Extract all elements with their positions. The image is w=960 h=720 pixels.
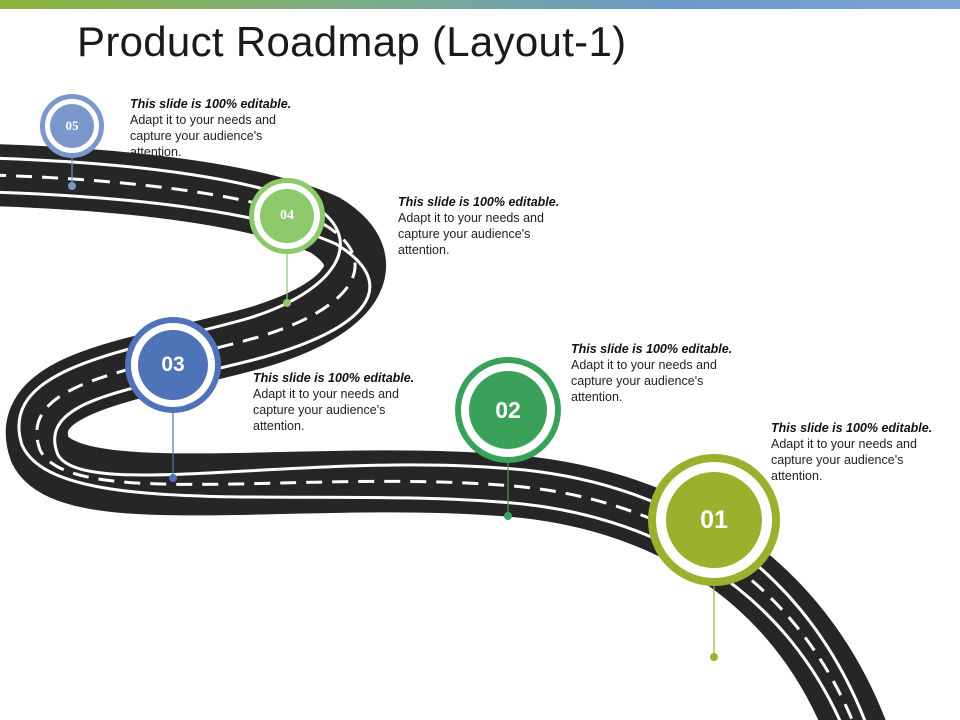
milestone-02-heading: This slide is 100% editable. bbox=[571, 342, 733, 356]
milestone-01-heading: This slide is 100% editable. bbox=[771, 421, 933, 435]
milestone-03-heading: This slide is 100% editable. bbox=[253, 371, 415, 385]
milestone-01-text: Adapt it to your needs and capture your … bbox=[771, 437, 917, 483]
milestone-05-dot bbox=[68, 182, 76, 190]
milestone-01-dot bbox=[710, 653, 718, 661]
milestone-02-number: 02 bbox=[469, 371, 547, 449]
top-accent-bar bbox=[0, 0, 960, 9]
milestone-05-description: This slide is 100% editable. Adapt it to… bbox=[130, 96, 310, 160]
milestone-04-text: Adapt it to your needs and capture your … bbox=[398, 211, 544, 257]
milestone-05-marker: 05 bbox=[40, 94, 104, 158]
milestone-01-marker: 01 bbox=[648, 454, 780, 586]
milestone-03-number: 03 bbox=[138, 330, 208, 400]
milestone-04-description: This slide is 100% editable. Adapt it to… bbox=[398, 194, 578, 258]
milestone-05-heading: This slide is 100% editable. bbox=[130, 97, 292, 111]
milestone-05-number: 05 bbox=[50, 104, 94, 148]
milestone-04-marker: 04 bbox=[249, 178, 325, 254]
milestone-03-description: This slide is 100% editable. Adapt it to… bbox=[253, 370, 433, 434]
milestone-02-dot bbox=[504, 512, 512, 520]
milestone-02-text: Adapt it to your needs and capture your … bbox=[571, 358, 717, 404]
milestone-01-number: 01 bbox=[666, 472, 762, 568]
milestone-03-marker: 03 bbox=[125, 317, 221, 413]
milestone-02-marker: 02 bbox=[455, 357, 561, 463]
milestone-01-description: This slide is 100% editable. Adapt it to… bbox=[771, 420, 951, 484]
milestone-03-text: Adapt it to your needs and capture your … bbox=[253, 387, 399, 433]
milestone-04-dot bbox=[283, 299, 291, 307]
milestone-02-description: This slide is 100% editable. Adapt it to… bbox=[571, 341, 751, 405]
milestone-03-dot bbox=[169, 474, 177, 482]
milestone-04-heading: This slide is 100% editable. bbox=[398, 195, 560, 209]
slide-title: Product Roadmap (Layout-1) bbox=[77, 18, 627, 65]
milestone-05-text: Adapt it to your needs and capture your … bbox=[130, 113, 276, 159]
milestone-04-number: 04 bbox=[260, 189, 314, 243]
